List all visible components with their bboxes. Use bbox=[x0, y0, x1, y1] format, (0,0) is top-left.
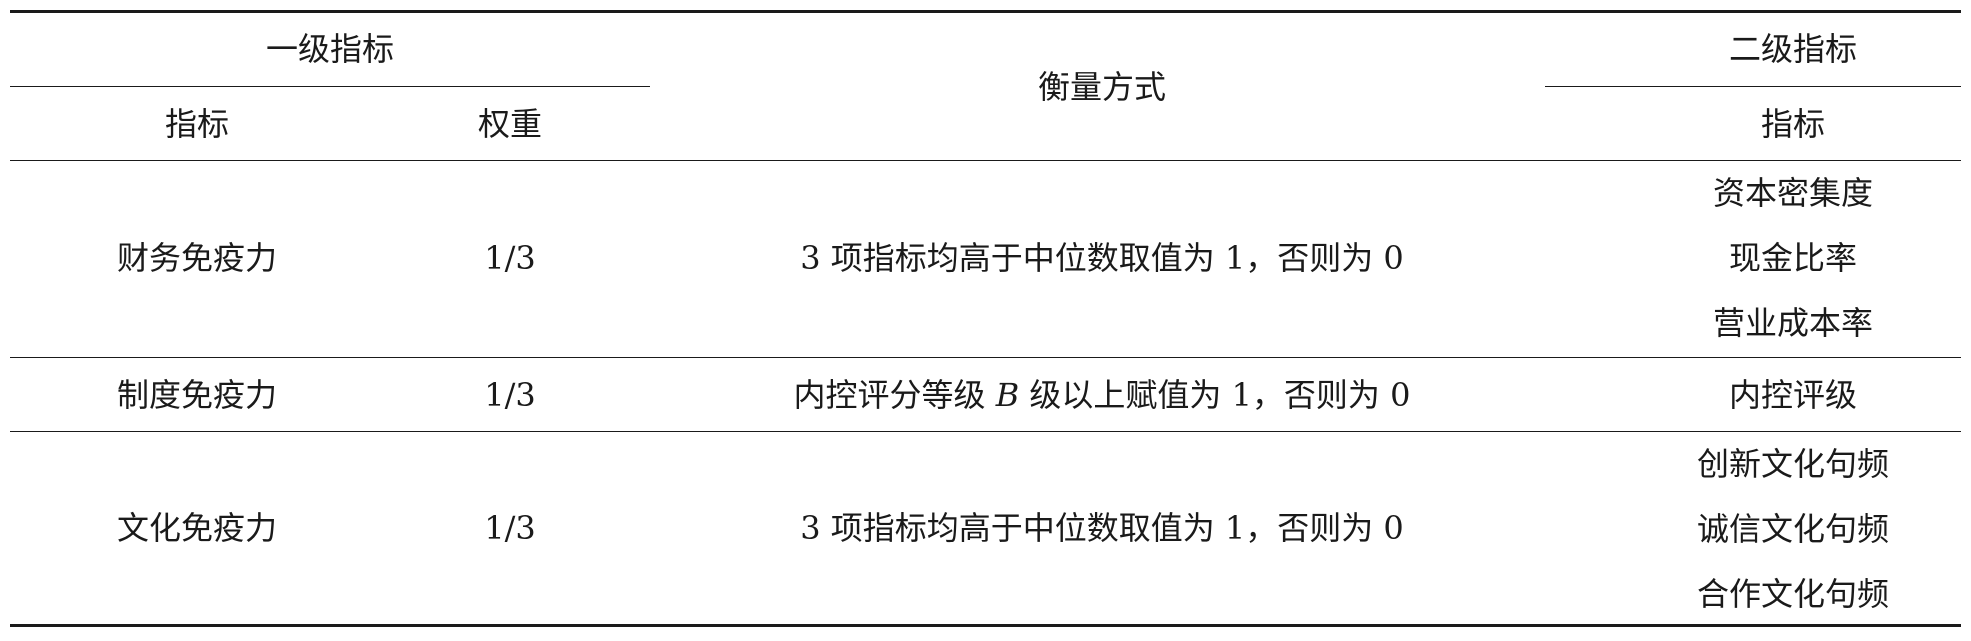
row2-sub-indicator: 内控评级 bbox=[1728, 376, 1858, 414]
row1-method: 3 项指标均高于中位数取值为 1，否则为 0 bbox=[800, 239, 1404, 277]
header-weight: 权重 bbox=[477, 105, 543, 143]
row3-sub-indicator: 合作文化句频 bbox=[1696, 575, 1890, 613]
row3-sub-indicator: 创新文化句频 bbox=[1696, 445, 1890, 483]
row1-sub-indicator: 现金比率 bbox=[1728, 239, 1858, 277]
row2-weight: 1/3 bbox=[484, 376, 536, 414]
row1-sub-indicators: 资本密集度 现金比率 营业成本率 bbox=[1713, 177, 1873, 339]
header-level2-group: 二级指标 bbox=[1728, 30, 1858, 68]
table-top-rule bbox=[10, 10, 1961, 13]
header-indicator: 指标 bbox=[164, 105, 230, 143]
row2-indicator: 制度免疫力 bbox=[116, 376, 278, 414]
table-bottom-rule bbox=[10, 624, 1961, 627]
row1-bottom-rule bbox=[10, 357, 1961, 358]
row3-method: 3 项指标均高于中位数取值为 1，否则为 0 bbox=[800, 509, 1404, 547]
row3-indicator: 文化免疫力 bbox=[116, 509, 278, 547]
row2-method-suffix: 级以上赋值为 1，否则为 0 bbox=[1019, 376, 1411, 414]
level1-group-rule bbox=[10, 86, 650, 87]
row3-sub-indicators: 创新文化句频 诚信文化句频 合作文化句频 bbox=[1697, 448, 1889, 610]
indicator-table: 一级指标 指标 权重 衡量方式 二级指标 指标 财务免疫力 1/3 3 项指标均… bbox=[10, 10, 1961, 631]
header-bottom-rule bbox=[10, 160, 1961, 161]
row1-sub-indicator: 资本密集度 bbox=[1712, 174, 1874, 212]
row1-weight: 1/3 bbox=[484, 239, 536, 277]
row1-sub-indicator: 营业成本率 bbox=[1712, 304, 1874, 342]
header-method: 衡量方式 bbox=[1037, 68, 1167, 106]
row2-method-prefix: 内控评分等级 bbox=[793, 376, 996, 414]
header-sub-indicator: 指标 bbox=[1760, 105, 1826, 143]
row3-weight: 1/3 bbox=[484, 509, 536, 547]
row2-bottom-rule bbox=[10, 431, 1961, 432]
row2-method: 内控评分等级 B 级以上赋值为 1，否则为 0 bbox=[794, 379, 1411, 411]
row2-method-grade: B bbox=[995, 376, 1020, 414]
level2-group-rule bbox=[1545, 86, 1961, 87]
row2-sub-indicators: 内控评级 bbox=[1729, 379, 1857, 411]
header-level1-group: 一级指标 bbox=[265, 30, 395, 68]
row3-sub-indicator: 诚信文化句频 bbox=[1696, 510, 1890, 548]
row1-indicator: 财务免疫力 bbox=[116, 239, 278, 277]
